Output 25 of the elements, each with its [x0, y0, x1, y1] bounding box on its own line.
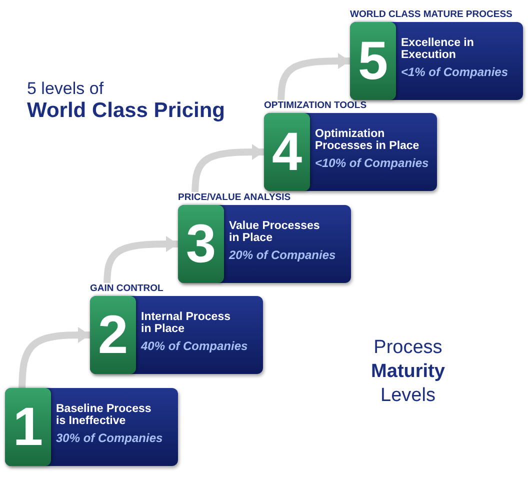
- step-number: 5: [350, 22, 396, 100]
- company-share: <1% of Companies: [401, 66, 508, 79]
- step-heading: WORLD CLASS MATURE PROCESS: [350, 9, 512, 20]
- curved-arrow: [278, 53, 350, 100]
- company-share: 20% of Companies: [229, 249, 336, 262]
- curved-arrow: [18, 327, 90, 388]
- step-number: 1: [5, 388, 51, 466]
- side-caption: Process Maturity Levels: [370, 336, 446, 408]
- step-heading: OPTIMIZATION TOOLS: [264, 100, 367, 111]
- curved-arrow: [192, 144, 264, 192]
- step-title: Excellence in Execution: [401, 38, 475, 61]
- company-share: 30% of Companies: [56, 432, 163, 445]
- step-title: Value Processes in Place: [229, 221, 321, 244]
- step-title: Optimization Processes in Place: [315, 129, 420, 152]
- company-share: 40% of Companies: [141, 340, 248, 353]
- curved-arrow: [104, 236, 178, 284]
- step-title: Baseline Process is Ineffective: [56, 404, 152, 427]
- step-heading: PRICE/VALUE ANALYSIS: [178, 192, 291, 203]
- step-number: 3: [178, 205, 224, 283]
- step-heading: GAIN CONTROL: [90, 283, 164, 294]
- step-number: 2: [90, 296, 136, 374]
- step-title: Internal Process in Place: [141, 312, 232, 335]
- step-number: 4: [264, 113, 310, 191]
- diagram-title: 5 levels of World Class Pricing: [27, 79, 225, 123]
- company-share: <10% of Companies: [315, 157, 429, 170]
